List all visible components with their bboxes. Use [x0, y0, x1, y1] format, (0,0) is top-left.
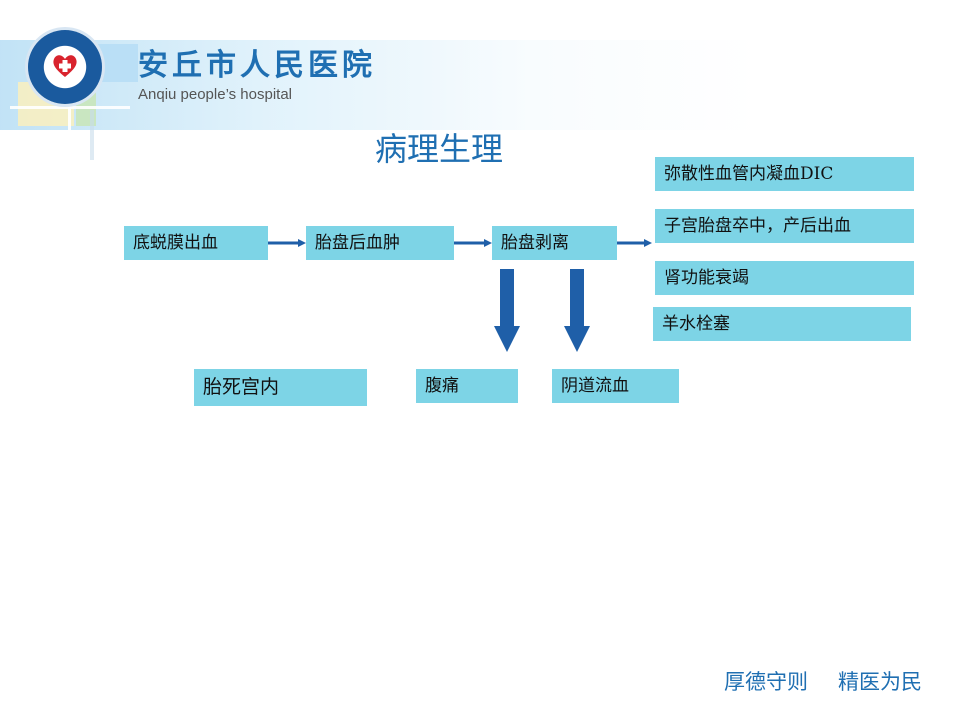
- slide-title: 病理生理: [375, 130, 504, 168]
- arrowhead-chain-2: [484, 239, 492, 247]
- arrowhead-to-complications: [644, 239, 652, 247]
- hospital-logo-icon: [28, 30, 102, 104]
- down-arrow-2: [564, 269, 590, 352]
- complication-box-4: 羊水栓塞: [653, 307, 911, 341]
- hospital-name-cn: 安丘市人民医院: [138, 48, 376, 83]
- footer-motto: 厚德守则 精医为民: [694, 666, 922, 696]
- outcome-box-3: 阴道流血: [552, 369, 679, 403]
- motto-2: 精医为民: [838, 670, 922, 694]
- outcome-box-2: 腹痛: [416, 369, 518, 403]
- decor-square: [98, 44, 138, 82]
- chain-box-2: 胎盘后血肿: [306, 226, 454, 260]
- complication-box-3: 肾功能衰竭: [655, 261, 914, 295]
- complication-box-1: 弥散性血管内凝血DIC: [655, 157, 914, 191]
- hospital-name-en: Anqiu people’s hospital: [138, 86, 293, 103]
- chain-box-1: 底蜕膜出血: [124, 226, 268, 260]
- decor-line: [10, 106, 130, 109]
- motto-1: 厚德守则: [724, 670, 808, 694]
- down-arrow-1: [494, 269, 520, 352]
- complication-box-2: 子宫胎盘卒中，产后出血: [655, 209, 914, 243]
- decor-line: [90, 110, 94, 160]
- outcome-box-1: 胎死宫内: [194, 369, 367, 406]
- heart-cross-icon: [53, 55, 77, 77]
- chain-box-3: 胎盘剥离: [492, 226, 617, 260]
- arrowhead-chain-1: [298, 239, 306, 247]
